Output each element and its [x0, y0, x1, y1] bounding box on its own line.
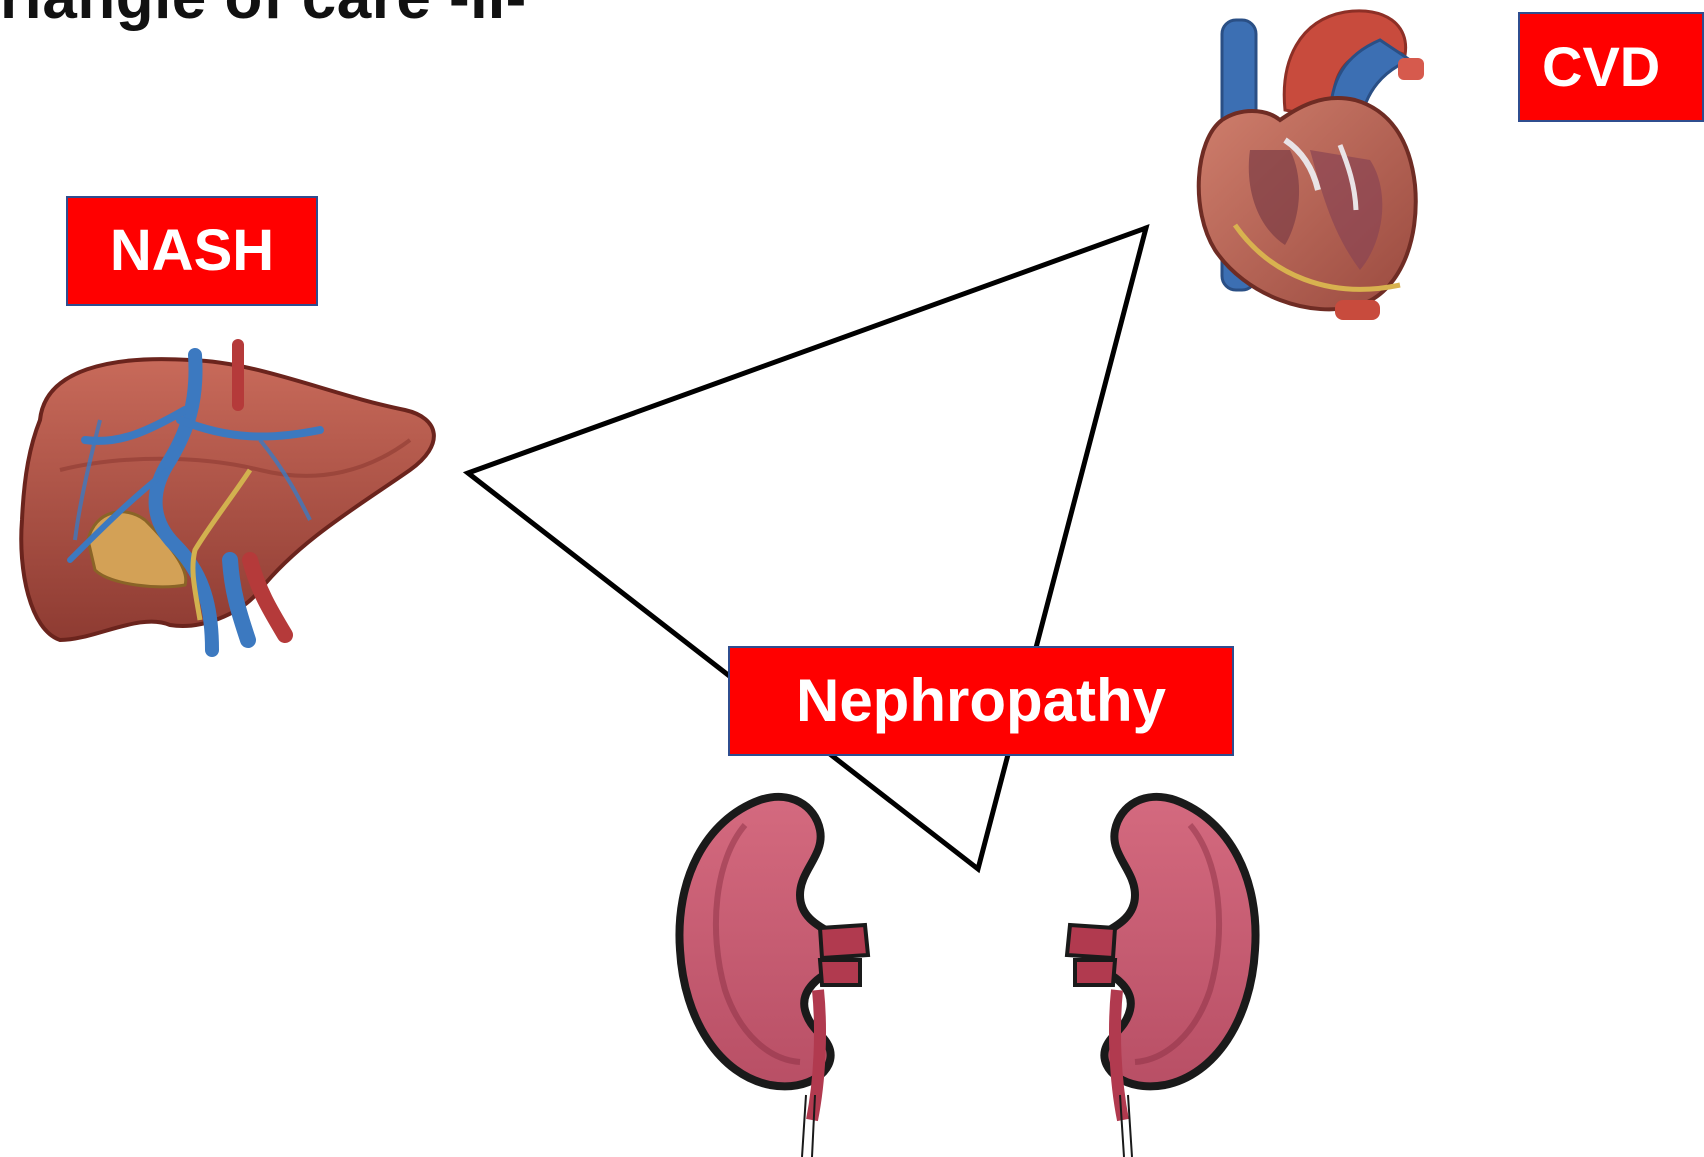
nephropathy-label-text: Nephropathy [796, 671, 1166, 731]
nephropathy-label: Nephropathy [728, 646, 1234, 756]
nash-label-text: NASH [110, 222, 274, 280]
kidney-right-icon [1067, 797, 1256, 1157]
nash-label: NASH [66, 196, 318, 306]
liver-icon [21, 345, 434, 650]
cvd-label: CVD [1518, 12, 1704, 122]
care-triangle [468, 228, 1146, 869]
cvd-label-text: CVD [1542, 39, 1660, 95]
heart-icon [1199, 11, 1424, 320]
kidney-left-icon [679, 797, 868, 1157]
